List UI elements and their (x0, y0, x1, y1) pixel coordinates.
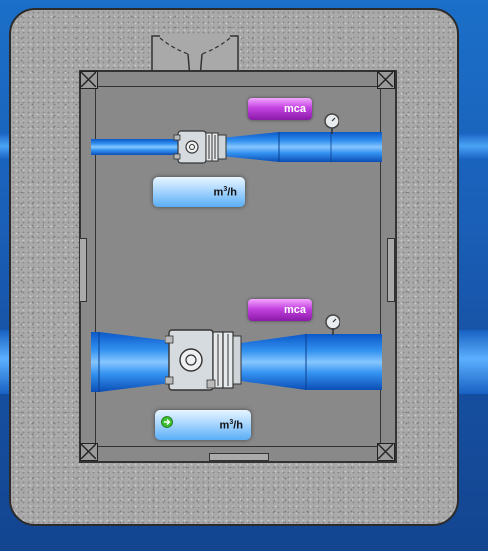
flow-display-top: m3/h (153, 177, 245, 207)
valve-icon[interactable] (170, 127, 228, 167)
left-wall-opening (79, 238, 87, 302)
inner-wall (95, 86, 381, 447)
corner-column-tl (80, 71, 98, 89)
flow-unit-prefix: m (219, 419, 230, 432)
pressure-gauge-icon[interactable] (323, 112, 339, 134)
valve-icon[interactable] (165, 326, 245, 394)
valve-chamber (79, 70, 397, 463)
pressure-display-bottom: mca (248, 299, 312, 321)
arrow-right-icon (161, 416, 173, 428)
pressure-display-top: mca (248, 98, 312, 120)
pressure-gauge-icon[interactable] (324, 313, 340, 335)
pipe-bottom (91, 332, 382, 392)
bottom-wall-opening (209, 453, 269, 461)
flow-display-bottom: m3/h (155, 410, 251, 440)
corner-column-br (377, 443, 395, 461)
flow-unit-prefix: m (213, 186, 224, 199)
pipe-top (91, 132, 382, 162)
flow-unit-sup: 3 (229, 419, 234, 426)
right-wall-opening (387, 238, 395, 302)
corner-column-bl (80, 443, 98, 461)
pressure-unit-label: mca (283, 304, 306, 316)
flow-unit-suffix: /h (233, 419, 243, 432)
flow-unit-suffix: /h (227, 186, 237, 199)
pressure-unit-label: mca (283, 103, 306, 115)
flow-unit-sup: 3 (223, 186, 228, 193)
corner-column-tr (377, 71, 395, 89)
